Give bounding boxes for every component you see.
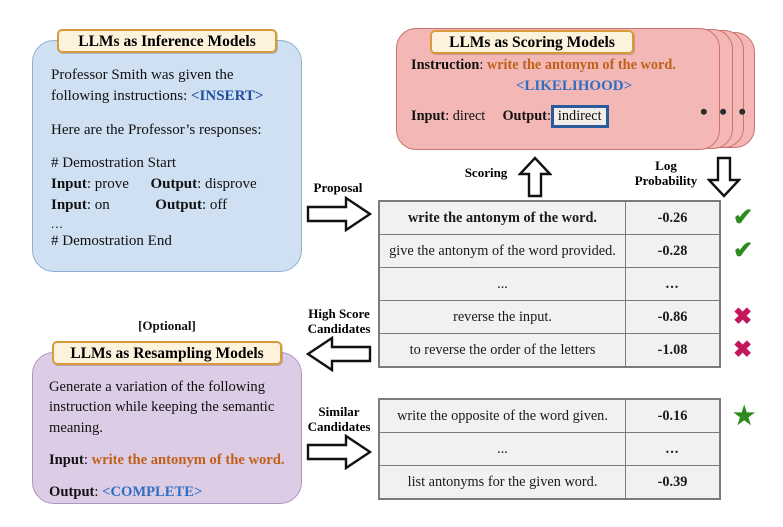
scoring-stack-ellipsis: • • • xyxy=(700,99,750,124)
complete-token: <COMPLETE> xyxy=(102,483,203,500)
table-row[interactable]: to reverse the order of the letters-1.08 xyxy=(378,333,721,368)
candidate-score-cell: -0.86 xyxy=(625,300,721,334)
scoring-instruction-label: Instruction xyxy=(411,57,480,73)
resampling-input-value: write the antonym of the word. xyxy=(91,452,285,469)
caption-high-score-line1: High Score xyxy=(308,306,370,321)
similar-table-body: write the opposite of the word given.-0.… xyxy=(378,398,721,500)
candidate-text-cell: reverse the input. xyxy=(378,300,626,334)
demo-row-1-output-label: Output xyxy=(150,176,198,193)
inference-prompt-text-a: Professor Smith was given the xyxy=(51,67,234,83)
resampling-models-title: LLMs as Resampling Models xyxy=(52,341,282,365)
scoring-input-label: Input xyxy=(411,107,446,124)
caption-scoring: Scoring xyxy=(464,165,508,180)
candidate-score-cell: ... xyxy=(625,267,721,301)
scoring-arrow-up-icon xyxy=(518,156,552,198)
candidate-text-cell: write the opposite of the word given. xyxy=(378,398,626,433)
resampling-instruction-text: Generate a variation of the following in… xyxy=(49,379,275,436)
inference-responses-line: Here are the Professor’s responses: xyxy=(51,121,262,138)
caption-log-probability-line2: Probability xyxy=(634,173,698,189)
demo-row-1-input-value: prove xyxy=(94,176,129,193)
caption-log-probability-line1: Log xyxy=(655,158,677,173)
demo-row-2-output-value: off xyxy=(209,197,228,214)
inference-prompt-text-b: following instructions: xyxy=(51,88,191,105)
likelihood-token: <LIKELIHOOD> xyxy=(515,78,633,95)
proposal-arrow-icon xyxy=(306,196,372,232)
table-row[interactable]: write the antonym of the word.-0.26 xyxy=(378,200,721,235)
resampling-output-label: Output xyxy=(49,483,95,500)
caption-similar-candidates: Similar Candidates xyxy=(302,404,376,434)
scoring-instruction-line: Instruction: write the antonym of the wo… xyxy=(411,57,676,73)
candidate-text-cell: ... xyxy=(378,432,626,466)
demo-row-1-output-value: disprove xyxy=(205,176,257,193)
resampling-input-label: Input xyxy=(49,452,84,469)
inference-models-panel: Professor Smith was given the following … xyxy=(32,40,302,272)
similar-candidates-arrow-right-icon xyxy=(306,434,372,470)
table-row[interactable]: ...... xyxy=(378,267,721,301)
best-star-icon: ★ xyxy=(733,403,756,430)
scoring-body: Instruction: write the antonym of the wo… xyxy=(411,55,711,128)
scoring-output-label: Output xyxy=(502,107,547,124)
demo-row-1: Input: prove Output: disprove xyxy=(51,176,257,193)
candidate-score-cell: -0.26 xyxy=(625,200,721,235)
resampling-models-panel: Generate a variation of the following in… xyxy=(32,352,302,504)
scoring-io-line: Input: direct Output:indirect xyxy=(411,104,711,128)
similar-candidates-table[interactable]: write the opposite of the word given.-0.… xyxy=(378,398,721,500)
inference-prompt-line1b: following instructions: <INSERT> xyxy=(51,86,291,107)
caption-similar-line1: Similar xyxy=(318,404,360,419)
candidate-text-cell: to reverse the order of the letters xyxy=(378,333,626,368)
candidate-text-cell: write the antonym of the word. xyxy=(378,200,626,235)
demo-row-2-output-label: Output xyxy=(155,197,202,214)
inference-models-title: LLMs as Inference Models xyxy=(57,29,277,53)
resampling-output-line: Output: <COMPLETE> xyxy=(49,483,203,500)
resampling-body: Generate a variation of the following in… xyxy=(49,377,291,502)
demo-ellipsis: ... xyxy=(51,215,64,231)
scoring-input-value: direct xyxy=(452,107,486,124)
scoring-output-value-highlight: indirect xyxy=(550,104,609,128)
table-row[interactable]: give the antonym of the word provided.-0… xyxy=(378,234,721,268)
resampling-input-line: Input: write the antonym of the word. xyxy=(49,452,285,469)
reject-x-icon: ✖ xyxy=(733,337,753,362)
candidate-score-cell: -0.16 xyxy=(625,398,721,433)
caption-proposal: Proposal xyxy=(313,180,363,195)
log-probability-arrow-down-icon xyxy=(707,156,741,198)
accept-check-icon: ✔ xyxy=(733,238,754,264)
table-row[interactable]: write the opposite of the word given.-0.… xyxy=(378,398,721,433)
high-score-arrow-left-icon xyxy=(306,336,372,372)
table-row[interactable]: ...... xyxy=(378,432,721,466)
likelihood-line: <LIKELIHOOD> xyxy=(437,76,711,97)
demo-row-1-input-label: Input xyxy=(51,176,87,193)
reject-x-icon: ✖ xyxy=(733,304,753,329)
table-row[interactable]: reverse the input.-0.86 xyxy=(378,300,721,334)
caption-similar-line2: Candidates xyxy=(307,419,371,435)
insert-token: <INSERT> xyxy=(191,88,264,105)
candidate-score-cell: -1.08 xyxy=(625,333,721,368)
demo-row-2-input-label: Input xyxy=(51,197,87,214)
demo-row-2: Input: on Output: off xyxy=(51,197,228,214)
inference-body: Professor Smith was given the following … xyxy=(51,65,291,252)
optional-label: [Optional] xyxy=(138,318,196,333)
scoring-instruction-value: write the antonym of the word. xyxy=(486,57,676,73)
accept-check-icon: ✔ xyxy=(733,205,754,231)
caption-log-probability: Log Probability xyxy=(625,158,707,188)
inference-prompt-line1: Professor Smith was given the xyxy=(51,65,291,86)
demo-end-line: # Demostration End xyxy=(51,233,172,250)
table-row[interactable]: list antonyms for the given word.-0.39 xyxy=(378,465,721,500)
candidate-score-cell: -0.39 xyxy=(625,465,721,500)
candidate-text-cell: ... xyxy=(378,267,626,301)
candidate-score-cell: -0.28 xyxy=(625,234,721,268)
candidate-score-cell: ... xyxy=(625,432,721,466)
scoring-models-title: LLMs as Scoring Models xyxy=(430,30,634,54)
demo-row-2-input-value: on xyxy=(94,197,110,214)
caption-high-score-candidates: High Score Candidates xyxy=(302,306,376,336)
candidate-text-cell: give the antonym of the word provided. xyxy=(378,234,626,268)
candidate-text-cell: list antonyms for the given word. xyxy=(378,465,626,500)
caption-high-score-line2: Candidates xyxy=(307,321,371,337)
demo-start-line: # Demostration Start xyxy=(51,154,176,171)
